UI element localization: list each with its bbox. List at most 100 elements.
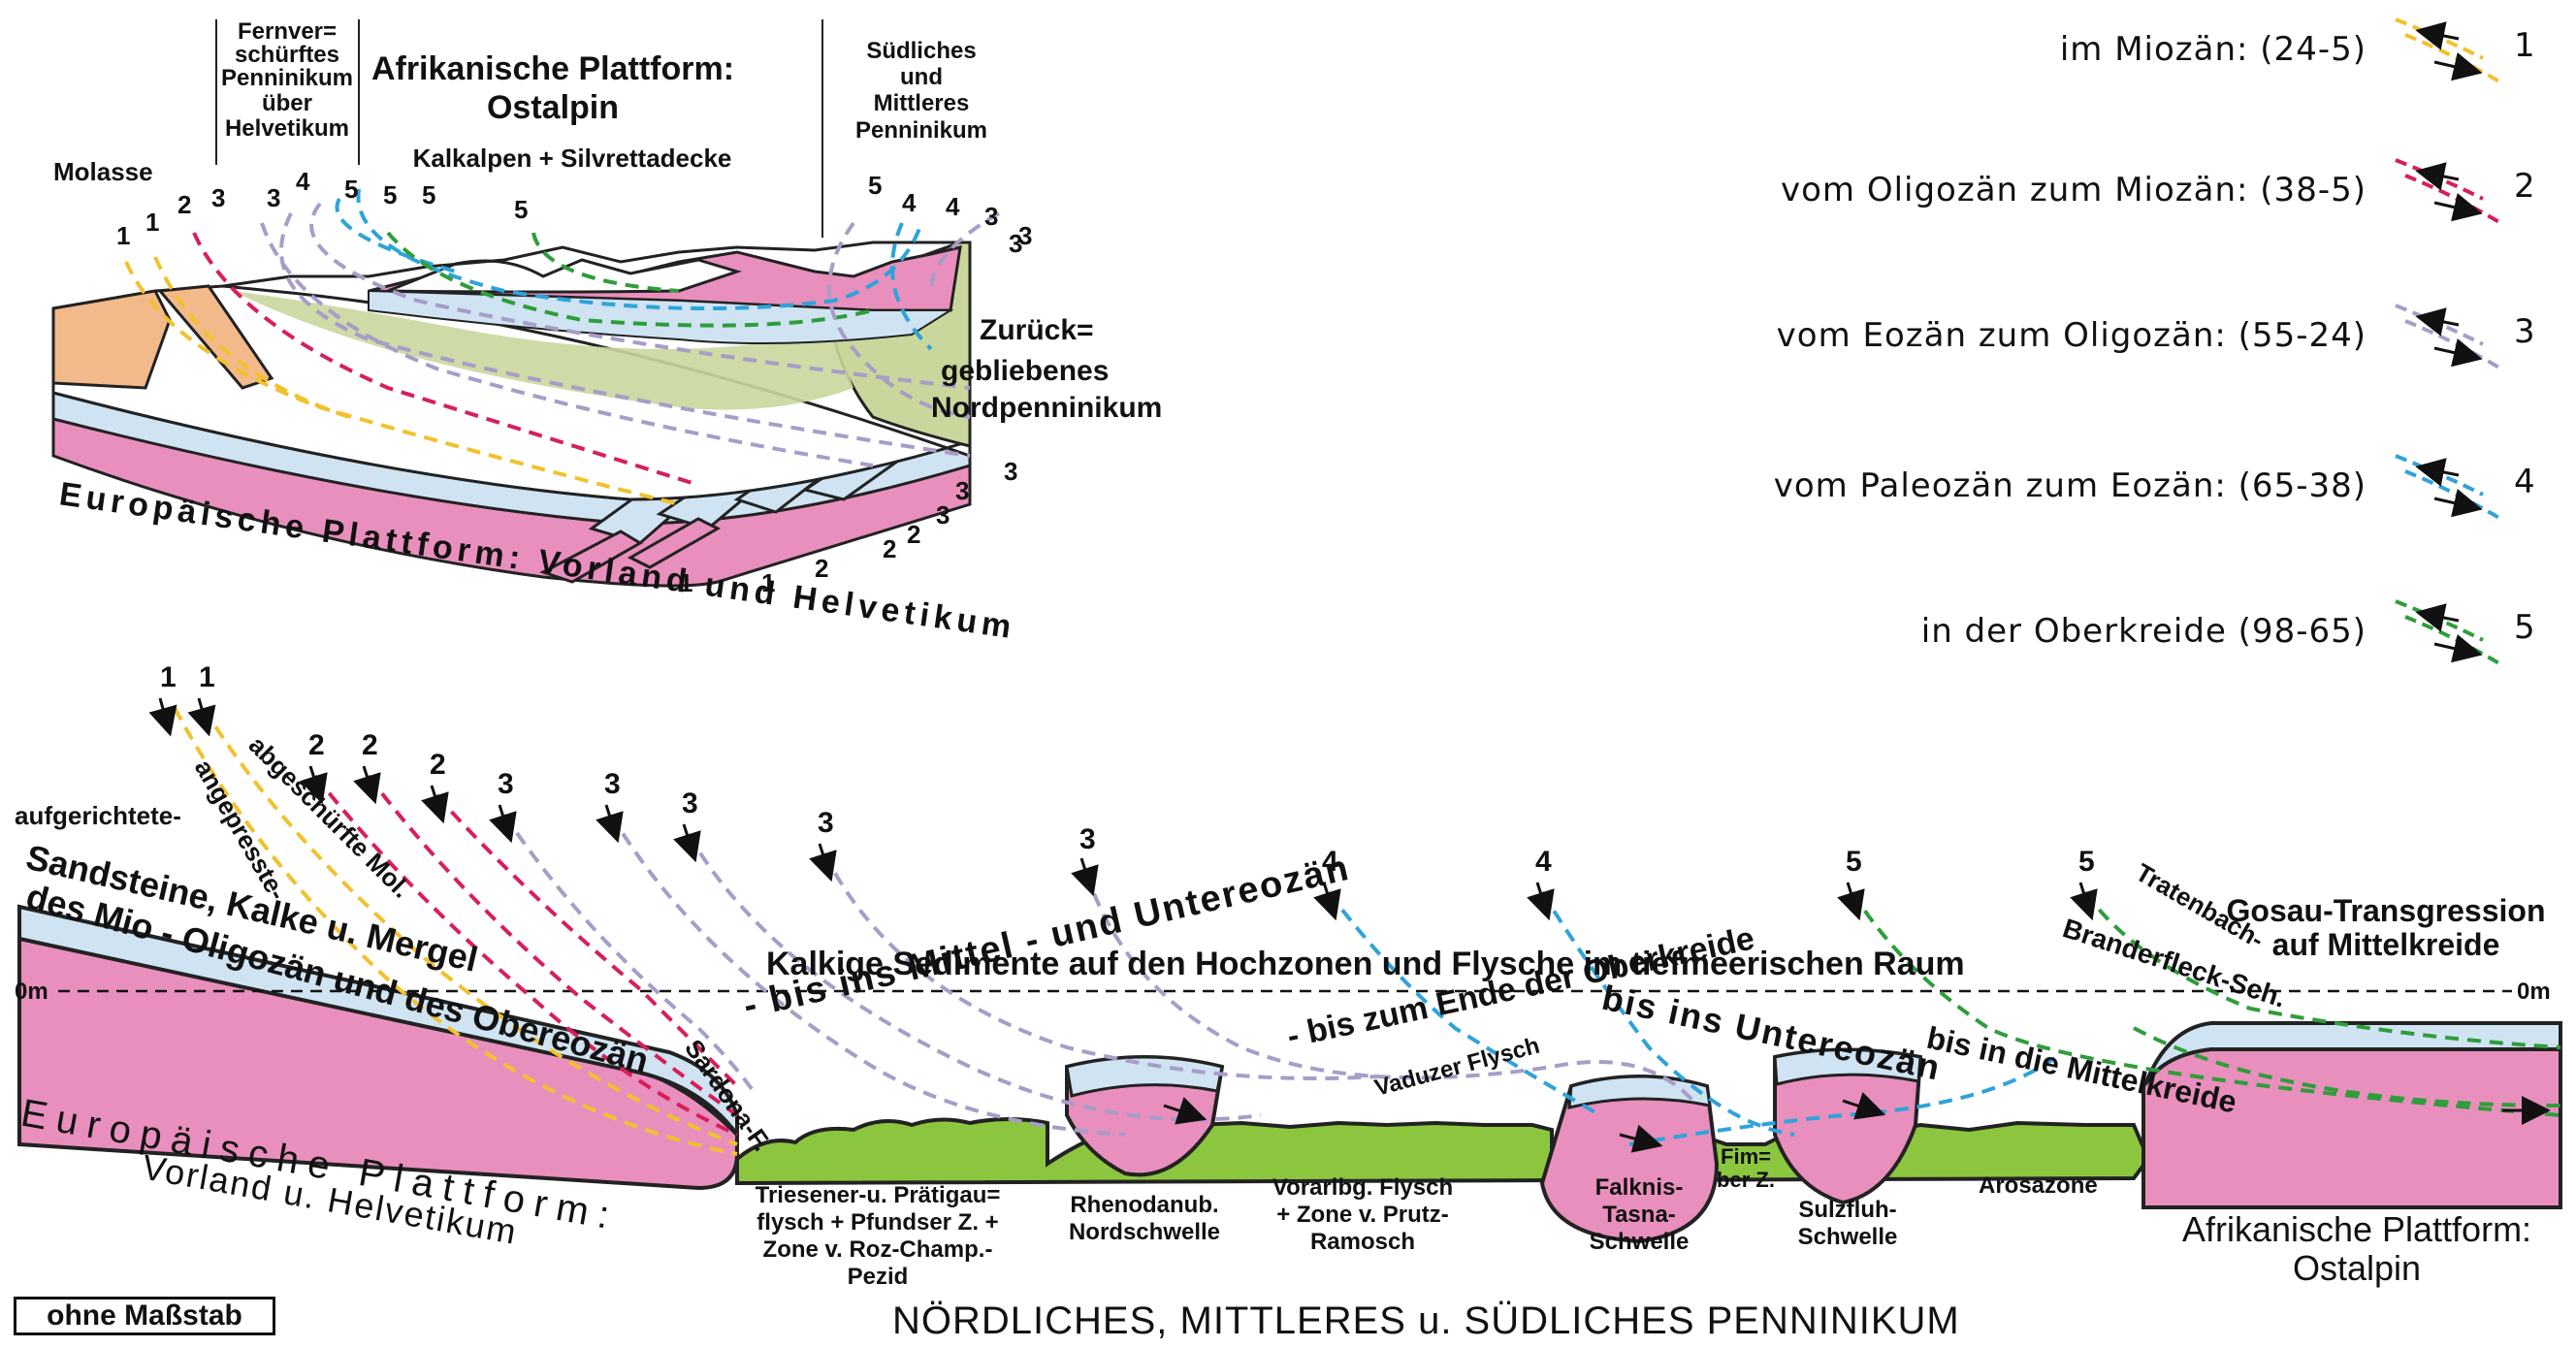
svg-text:Ostalpin: Ostalpin — [487, 89, 619, 126]
svg-text:Zurück=: Zurück= — [980, 314, 1094, 346]
legend-number: 5 — [2514, 608, 2536, 647]
svg-text:Helvetikum: Helvetikum — [225, 115, 349, 142]
svg-text:+ Zone v. Prutz-: + Zone v. Prutz- — [1276, 1202, 1449, 1228]
legend-item: vom Eozän zum Oligozän: (55-24)3 — [1777, 305, 2536, 369]
svg-text:schürftes: schürftes — [235, 42, 339, 68]
legend-number: 4 — [2514, 463, 2536, 501]
legend-swatch — [2396, 305, 2483, 344]
label-rheno: Rhenodanub. Nordschwelle — [1069, 1192, 1220, 1245]
svg-text:3: 3 — [1009, 229, 1022, 258]
legend-item: im Miozän: (24-5) 1 — [2060, 19, 2536, 83]
svg-text:Zone v. Roz-Champ.-: Zone v. Roz-Champ.- — [763, 1236, 993, 1263]
svg-text:2: 2 — [907, 520, 920, 549]
label-aufgerichtete: aufgerichtete- — [15, 801, 181, 830]
svg-text:1: 1 — [116, 221, 130, 250]
legend-swatch — [2396, 19, 2483, 58]
svg-text:5: 5 — [344, 175, 358, 204]
svg-text:3: 3 — [1004, 457, 1017, 486]
svg-text:Kalkalpen + Silvrettadecke: Kalkalpen + Silvrettadecke — [413, 144, 732, 173]
label-sued-mittleres: Südliches und Mittleres Penninikum — [855, 38, 987, 144]
label-footer: NÖRDLICHES, MITTLERES u. SÜDLICHES PENNI… — [892, 1300, 1960, 1342]
label-sulzfluh: Sulzfluh- Schwelle — [1798, 1197, 1898, 1250]
svg-text:Penninikum: Penninikum — [855, 117, 987, 144]
svg-text:Afrikanische Plattform:: Afrikanische Plattform: — [2182, 1209, 2531, 1249]
svg-text:Fim=: Fim= — [1721, 1144, 1771, 1169]
svg-text:auf Mittelkreide: auf Mittelkreide — [2272, 927, 2500, 962]
legend-number: 2 — [2514, 167, 2536, 206]
svg-text:Ostalpin: Ostalpin — [2293, 1248, 2421, 1288]
svg-text:und: und — [900, 64, 943, 90]
svg-text:2: 2 — [362, 729, 378, 761]
legend: im Miozän: (24-5) 1 vom Oligozän zum Miozä… — [1774, 19, 2536, 665]
svg-text:3: 3 — [1079, 823, 1096, 855]
svg-text:Pezid: Pezid — [848, 1264, 909, 1290]
svg-text:Nordpenninikum: Nordpenninikum — [931, 392, 1162, 424]
svg-text:2: 2 — [430, 749, 446, 781]
svg-text:5: 5 — [1846, 846, 1862, 878]
svg-text:3: 3 — [955, 476, 969, 505]
legend-number: 1 — [2514, 26, 2536, 65]
legend-label: vom Oligozän zum Miozän: (38-5) — [1781, 171, 2367, 209]
svg-text:1: 1 — [199, 661, 215, 693]
svg-text:1: 1 — [145, 208, 159, 237]
svg-text:Schwelle: Schwelle — [1798, 1224, 1898, 1250]
svg-text:1: 1 — [160, 661, 177, 693]
legend-label: in der Oberkreide (98-65) — [1921, 612, 2367, 651]
svg-text:Falknis-: Falknis- — [1595, 1174, 1684, 1201]
svg-text:flysch + Pfundser Z. +: flysch + Pfundser Z. + — [757, 1209, 998, 1236]
legend-swatch — [2396, 456, 2483, 495]
label-arosa: Arosazone — [1979, 1172, 2098, 1199]
svg-text:Afrikanische Plattform:: Afrikanische Plattform: — [371, 50, 734, 87]
svg-text:3: 3 — [984, 202, 998, 231]
legend-label: vom Paleozän zum Eozän: (65-38) — [1774, 466, 2367, 505]
svg-text:Südliches: Südliches — [866, 38, 976, 64]
top-section: 112 334 555 554 433 333 222 113 Molasse … — [53, 18, 1162, 646]
svg-text:5: 5 — [2078, 846, 2095, 878]
svg-text:Ramosch: Ramosch — [1310, 1229, 1415, 1255]
svg-text:Fernver=: Fernver= — [238, 18, 337, 45]
svg-text:2: 2 — [177, 190, 191, 219]
svg-text:4: 4 — [902, 188, 917, 217]
svg-text:Vorarlbg. Flysch: Vorarlbg. Flysch — [1272, 1174, 1453, 1201]
svg-text:5: 5 — [514, 195, 528, 224]
svg-text:Penninikum: Penninikum — [221, 65, 353, 91]
svg-text:über: über — [262, 90, 312, 116]
svg-text:4: 4 — [296, 167, 310, 196]
legend-item: vom Oligozän zum Miozän: (38-5) 2 — [1781, 160, 2536, 224]
svg-text:3: 3 — [604, 768, 621, 800]
svg-text:ber Z.: ber Z. — [1717, 1168, 1775, 1192]
svg-text:5: 5 — [868, 171, 882, 200]
legend-label: vom Eozän zum Oligozän: (55-24) — [1777, 316, 2367, 355]
legend-swatch — [2396, 601, 2483, 640]
legend-item: vom Paleozän zum Eozän: (65-38) 4 — [1774, 456, 2536, 520]
legend-item: in der Oberkreide (98-65) 5 — [1921, 601, 2536, 665]
svg-text:5: 5 — [383, 180, 397, 209]
svg-text:2: 2 — [308, 729, 325, 761]
label-0m-left: 0m — [15, 979, 48, 1005]
svg-text:3: 3 — [267, 183, 280, 212]
svg-text:Gosau-Transgression: Gosau-Transgression — [2227, 893, 2546, 928]
svg-text:3: 3 — [818, 807, 834, 839]
label-falknis: Falknis- Tasna- Schwelle — [1590, 1174, 1690, 1255]
svg-text:Schwelle: Schwelle — [1590, 1229, 1690, 1255]
svg-text:3: 3 — [211, 183, 225, 212]
label-afrika-bottom: Afrikanische Plattform: Ostalpin — [2182, 1209, 2531, 1288]
svg-text:Nordschwelle: Nordschwelle — [1069, 1219, 1220, 1245]
svg-text:4: 4 — [1535, 846, 1552, 878]
svg-text:4: 4 — [946, 192, 960, 221]
svg-text:Sulzfluh-: Sulzfluh- — [1798, 1197, 1896, 1223]
label-0m-right: 0m — [2517, 979, 2551, 1005]
scale-note: ohne Maßstab — [14, 1297, 275, 1335]
svg-text:gebliebenes: gebliebenes — [941, 355, 1109, 387]
svg-text:5: 5 — [422, 180, 435, 209]
svg-text:Triesener-u. Prätigau=: Triesener-u. Prätigau= — [756, 1182, 1001, 1208]
label-molasse: Molasse — [53, 157, 153, 186]
label-fimber: Fim= ber Z. — [1717, 1144, 1775, 1192]
label-gosau: Gosau-Transgression auf Mittelkreide — [2227, 893, 2546, 962]
svg-text:Mittleres: Mittleres — [874, 90, 970, 116]
legend-label: im Miozän: (24-5) — [2060, 30, 2367, 69]
label-bis-mittel: - bis ins Mittel - und Untereozän — [740, 848, 1354, 1027]
label-triesener: Triesener-u. Prätigau= flysch + Pfundser… — [756, 1182, 1001, 1290]
